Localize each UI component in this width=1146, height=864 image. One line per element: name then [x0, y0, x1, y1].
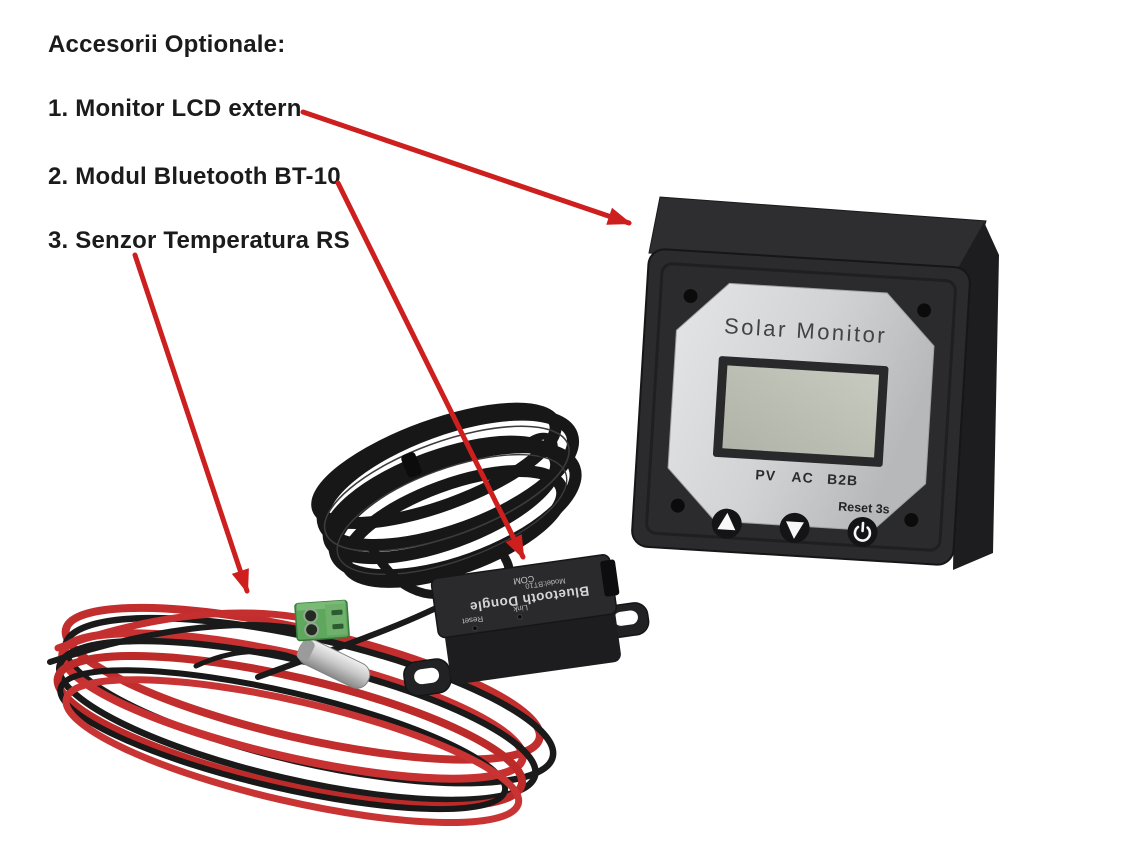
connector-pin-hole — [303, 608, 319, 624]
dongle-link-label: Link — [512, 603, 529, 614]
annotation-arrows — [132, 109, 632, 594]
arrow-bluetooth-module — [335, 180, 526, 560]
accessory-item-bluetooth: 2. Modul Bluetooth BT-10 — [48, 163, 341, 190]
accessory-item-monitor: 1. Monitor LCD extern — [48, 95, 302, 122]
sensor-probe-wire — [193, 649, 303, 669]
accessory-item-sensor: 3. Senzor Temperatura RS — [48, 227, 350, 254]
arrow-monitor-lcd — [300, 109, 632, 226]
label-ac: AC — [791, 469, 814, 486]
connector-pin-hole — [304, 622, 320, 638]
probe-crimp — [296, 639, 315, 662]
screw-hole — [902, 510, 921, 529]
dongle-mount-ear — [403, 658, 452, 697]
down-arrow-icon — [785, 521, 804, 539]
dongle-com-port — [600, 559, 620, 597]
power-icon — [853, 521, 872, 542]
terminal-connector-green — [294, 599, 350, 642]
screw-hole — [681, 287, 700, 306]
cable-end-stub — [518, 432, 558, 458]
arrow-temperature-sensor — [132, 252, 250, 594]
dongle-reset-led — [472, 625, 478, 632]
dongle-reset-label: Reset — [461, 614, 484, 626]
label-b2b: B2B — [827, 471, 859, 489]
connector-slot — [332, 623, 344, 630]
black-lead-wire — [47, 622, 302, 665]
connector-slot — [331, 609, 343, 616]
lcd-display — [722, 365, 880, 458]
connector-right-half — [324, 603, 348, 636]
reset-label: Reset 3s — [838, 499, 890, 516]
red-lead-wire — [54, 609, 300, 652]
cable-tie — [401, 452, 422, 478]
up-arrow-icon — [717, 512, 736, 531]
label-pv: PV — [755, 466, 777, 483]
temperature-sensor-probe — [296, 639, 371, 689]
bluetooth-dongle-device: COM Model:BT10 Bluetooth Dongle Link Res… — [403, 554, 650, 697]
accessories-heading: Accesorii Optionale: — [48, 31, 286, 58]
screw-hole — [915, 301, 934, 320]
dongle-link-led — [517, 614, 523, 620]
dongle-com-label: COM — [513, 574, 535, 587]
solar-monitor-device: Solar Monitor PV AC B2B Reset 3s — [631, 196, 999, 570]
screw-hole — [668, 496, 687, 515]
com-cable-coil — [311, 402, 582, 600]
